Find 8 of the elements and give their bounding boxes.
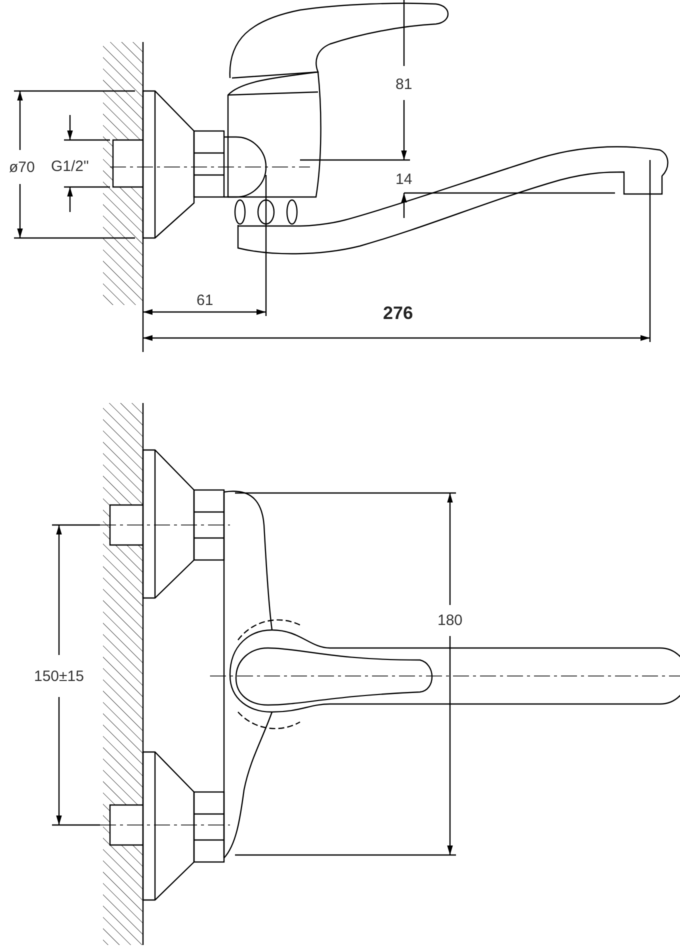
dimension-label: 81 bbox=[396, 76, 412, 92]
dimension-label: 150±15 bbox=[34, 668, 84, 684]
dimension-label: G1/2" bbox=[51, 158, 89, 174]
dimension-label: 276 bbox=[383, 304, 414, 322]
dimension-label: ø70 bbox=[9, 160, 35, 174]
dimension-label: 14 bbox=[396, 172, 412, 186]
dimension-label: 180 bbox=[438, 612, 463, 628]
dimension-label: 61 bbox=[196, 292, 214, 308]
